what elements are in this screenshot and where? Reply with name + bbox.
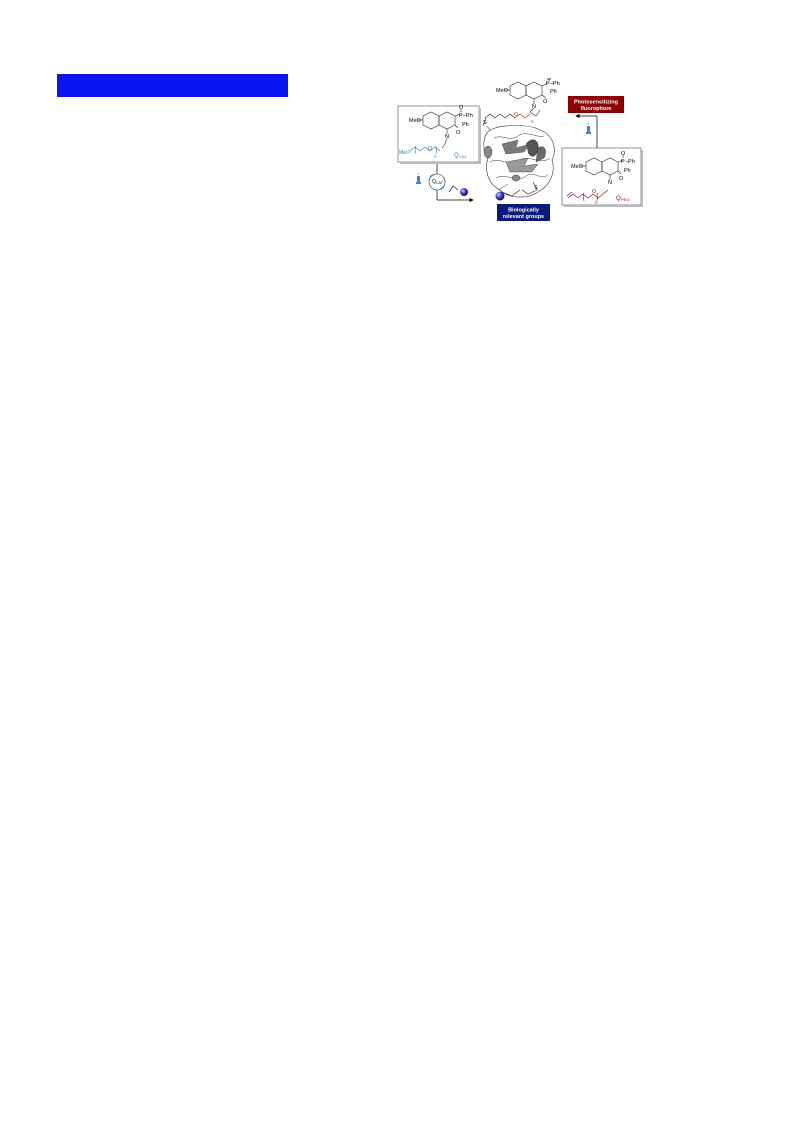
top-o-label: O [514,112,518,118]
right-chain-n-label: n [595,200,598,205]
photosensitizer-line2: fluorophore [581,106,612,112]
top-ph1-label: –Ph [550,81,560,87]
right-chain-o-label: O [592,189,596,195]
light-icon-right [586,123,591,134]
bio-label-line2: relevant groups [503,214,544,220]
left-box: MeO P –Ph Ph O O N MeO O n Q CAT [397,105,481,164]
cycle-q-sub-label: CAT [436,181,444,185]
reagent-sphere [460,188,468,196]
photosensitizer-badge-bg [568,96,624,113]
protein-attached-sphere [495,191,505,201]
bio-label-line1: Biologically [508,208,540,214]
top-p-label: P [546,81,550,87]
biological-groups-badge-bg [497,204,550,221]
left-meo-label: MeO [409,118,422,124]
right-p-oxo-label: O [621,151,626,157]
top-n-sub-label: n [531,119,534,124]
left-n-label: N [445,134,449,140]
right-ph1-label: –Ph [625,159,635,165]
right-meo-label: MeO [571,164,584,170]
top-n-label: N [532,104,536,110]
top-molecule: MeO P –Ph Ph O O N O n S [482,78,560,127]
catalyst-cycle: Q CAT [428,164,474,203]
right-ring-oxo-label: O [619,176,624,182]
cycle-q-label: Q [432,179,436,185]
left-q-label: Q [454,153,459,159]
protein-s-label: S [534,185,538,191]
quinolinone-core [482,78,550,127]
left-q-sub-label: CAT [459,154,467,159]
left-p-label: P [459,113,463,119]
left-ph2-label: Ph [462,122,469,128]
right-to-top-arrow [575,113,598,148]
light-icon-left [416,173,421,184]
right-q-sub-label: PEG [621,197,629,202]
top-p-oxo-label: O [547,78,552,82]
left-ring-oxo-label: O [456,130,461,136]
top-ring-oxo-label: O [543,99,548,105]
right-p-label: P [621,159,625,165]
left-p-oxo-label: O [459,105,464,111]
top-s-label: S [483,120,487,126]
left-chain-n-label: n [434,154,437,159]
right-q-label: Q [616,196,621,202]
right-n-label: N [608,180,612,186]
alkene-reagent [448,185,459,193]
reaction-scheme-figure: MeO P –Ph Ph O O N O n S Photosensitizin… [390,78,650,228]
biological-groups-badge: Biologically relevant groups [497,204,550,221]
right-ph2-label: Ph [624,168,631,174]
right-box: MeO P –Ph Ph O O N O n Q PEG [561,147,643,207]
left-chain-o-label: O [428,146,432,152]
top-ph2-label: Ph [550,89,557,95]
left-ph1-label: –Ph [463,113,473,119]
header-color-bar [57,74,288,97]
photosensitizer-line1: Photosensitizing [574,100,618,106]
photosensitizer-badge: Photosensitizing fluorophore [568,96,624,113]
left-chain-meo-label: MeO [399,150,410,156]
protein-structure: S [483,125,555,201]
top-meo-label: MeO [496,88,509,94]
